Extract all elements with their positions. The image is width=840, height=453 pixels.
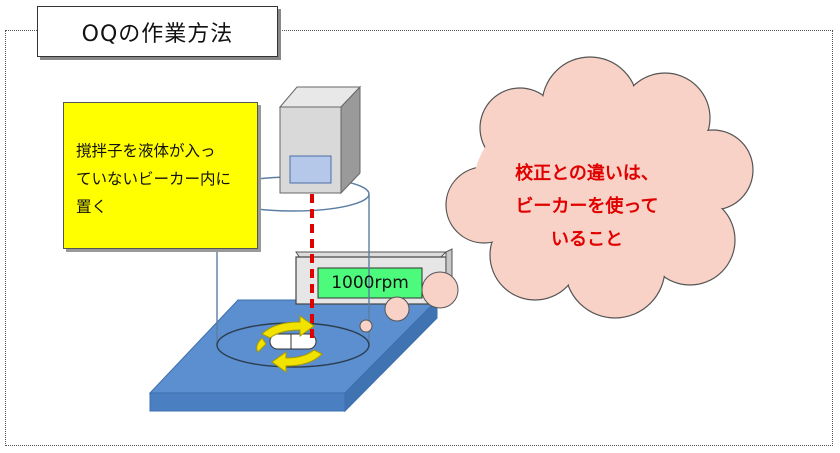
thought-bubble-small [359,319,373,333]
rotation-arrow-left [256,337,267,353]
instruction-line: 撹拌子を液体が入っ [76,142,216,160]
instruction-note: 撹拌子を液体が入っ ていないビーカー内に 置く [63,102,258,249]
stirrer-plate-front [149,392,346,412]
stir-bar [269,333,317,350]
thought-bubble-medium [384,296,410,322]
cloud-message: 校正との違いは、 ビーカーを使って いること [478,157,696,256]
page-title-text: OQの作業方法 [81,21,234,47]
rpm-display-screen [317,267,423,299]
instruction-line: ていないビーカー内に [76,170,232,188]
rpm-value: 1000rpm [331,273,409,293]
sensor-window [289,155,332,184]
content-frame [5,30,833,446]
page-title: OQの作業方法 [37,6,278,57]
cloud-line: いること [551,229,623,250]
cloud-line: 校正との違いは、 [515,163,659,184]
speech-cloud-fill [447,58,752,317]
rotation-arrow-top [261,315,315,339]
rotation-arrow-bottom [271,349,323,373]
instruction-line: 置く [76,198,108,216]
cloud-line: ビーカーを使って [515,196,659,217]
thought-bubble-large [421,271,459,309]
